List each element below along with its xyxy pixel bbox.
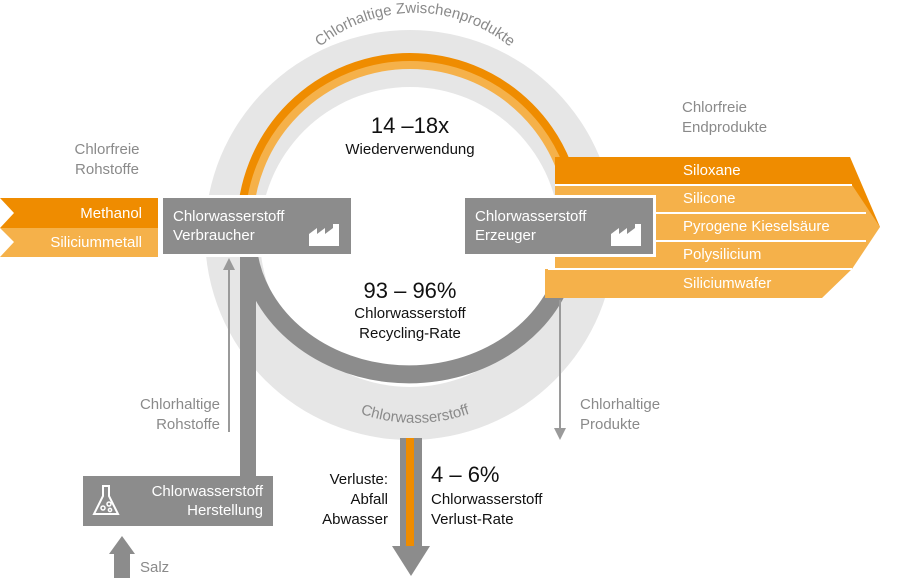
factory-icon (309, 224, 339, 246)
output-siliciumwafer: Siliciumwafer (683, 275, 772, 292)
losses-rate-line1: Chlorwasserstoff (431, 491, 543, 508)
chlor-raw-line2: Rohstoffe (156, 416, 220, 433)
input-methanol-label: Methanol (80, 205, 142, 222)
losses-label-line2: Abfall (350, 491, 388, 508)
chlor-products-label: Chlorhaltige Produkte (580, 395, 660, 435)
salt-arrowhead (109, 536, 135, 554)
losses-rate: Chlorwasserstoff Verlust-Rate (431, 490, 542, 530)
producer-box-line1: Chlorwasserstoff (475, 208, 587, 225)
flask-icon (92, 485, 120, 515)
chlor-raw-label: Chlorhaltige Rohstoffe (120, 395, 220, 435)
outputs-heading-line1: Chlorfreie (682, 99, 748, 116)
output-polysilicium: Polysilicium (683, 246, 762, 263)
outputs-heading: Chlorfreie Endprodukte (682, 98, 767, 138)
upper-ring-dark (237, 53, 583, 227)
output-kieselsaeure: Pyrogene Kieselsäure (683, 218, 830, 235)
input-silicium-label: Siliciummetall (50, 234, 142, 251)
factory-icon (611, 224, 641, 246)
chlor-raw-line1: Chlorhaltige (139, 396, 220, 413)
reuse-value: 14 –18x (370, 113, 450, 138)
losses-value: 4 – 6% (431, 462, 500, 487)
production-feed (240, 255, 256, 495)
outputs-heading-line2: Endprodukte (682, 119, 768, 136)
loss-arrow-stripe (406, 438, 414, 546)
input-arrow-silicium (0, 228, 158, 257)
consumer-box-line2: Verbraucher (173, 227, 255, 244)
production-box: Chlorwasserstoff Herstellung (83, 476, 273, 526)
salt-label: Salz (140, 559, 170, 576)
producer-box-line2: Erzeuger (475, 227, 536, 244)
losses-rate-line2: Verlust-Rate (431, 511, 514, 528)
inputs-heading: Chlorfreie Rohstoffe (62, 140, 152, 180)
input-arrow-methanol (0, 198, 158, 228)
consumer-box-line1: Chlorwasserstoff (173, 208, 285, 225)
consumer-box: Chlorwasserstoff Verbraucher (160, 195, 354, 257)
raw-chlor-arrowhead (223, 258, 235, 270)
reuse-label: Wiederverwendung (345, 141, 475, 158)
upper-ring-light (243, 59, 577, 227)
inputs-heading-line2: Rohstoffe (75, 161, 139, 178)
cycle-inner (260, 87, 560, 387)
losses-label: Verluste: Abfall Abwasser (310, 470, 388, 530)
chlor-products-arrowhead (554, 428, 566, 440)
output-silicone: Silicone (683, 190, 736, 207)
chlor-products-line2: Produkte (580, 416, 641, 433)
recycling-value: 93 – 96% (363, 278, 457, 303)
losses-label-line3: Abwasser (322, 511, 388, 528)
recycling-line1: Chlorwasserstoff (354, 305, 466, 322)
production-box-line2: Herstellung (187, 502, 263, 519)
losses-label-line1: Verluste: (329, 471, 388, 488)
recycling-line2: Recycling-Rate (359, 325, 461, 342)
salt-arrow-shaft (114, 552, 130, 578)
output-siloxane: Siloxane (683, 162, 741, 179)
loss-arrowhead (392, 546, 430, 576)
lower-ring (239, 248, 569, 384)
inputs-heading-line1: Chlorfreie (74, 141, 140, 158)
production-box-line1: Chlorwasserstoff (151, 483, 263, 500)
producer-box: Chlorwasserstoff Erzeuger (462, 195, 656, 257)
output-arrow-bottom (545, 269, 852, 298)
chlor-products-line1: Chlorhaltige (580, 396, 661, 413)
